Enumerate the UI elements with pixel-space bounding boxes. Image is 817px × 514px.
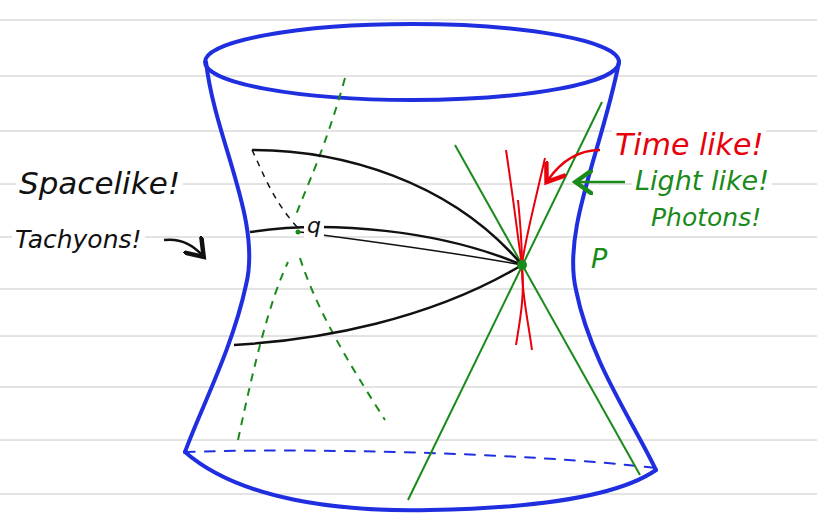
point-label: q (304, 214, 324, 238)
event-point (296, 230, 301, 235)
annotation-label: Spacelike! (16, 166, 183, 200)
point-label: P (588, 244, 610, 274)
hyperboloid-outline (185, 24, 656, 510)
timelike-curves (506, 150, 545, 350)
light-cone-lines (238, 78, 640, 500)
annotation-label: Time like! (612, 128, 766, 161)
spacelike-curves (234, 150, 522, 345)
callout-arrow (164, 240, 202, 255)
annotation-label: Light like! (632, 166, 772, 196)
event-point (517, 260, 527, 270)
ruled-lines (0, 20, 817, 494)
annotation-label: Photons! (648, 204, 764, 232)
callout-arrow (578, 181, 625, 184)
callout-arrow (548, 150, 600, 180)
annotation-label: Tachyons! (12, 226, 145, 254)
